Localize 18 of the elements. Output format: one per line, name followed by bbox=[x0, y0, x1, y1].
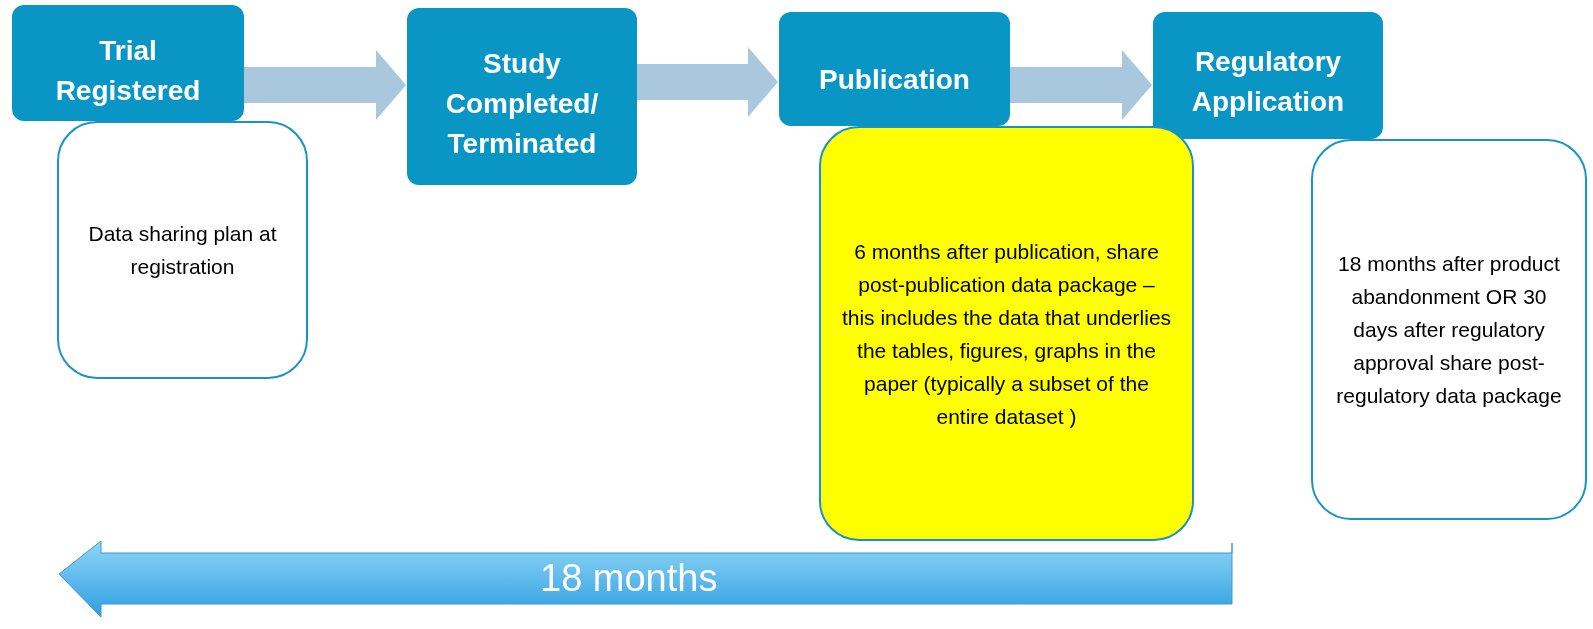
stage-box bbox=[1153, 12, 1383, 139]
note-text: Data sharing plan at registration bbox=[87, 221, 278, 280]
duration-label: 18 months bbox=[540, 556, 718, 600]
stage-title: Publication bbox=[819, 63, 970, 97]
note-text: 18 months after product abandonment OR 30 days after regulatory approval share post-regulatory data package bbox=[1335, 251, 1563, 409]
note-box bbox=[57, 121, 308, 379]
stage-title: Study Completed/ Terminated bbox=[445, 47, 599, 161]
block-arrow bbox=[637, 47, 778, 117]
stage-box bbox=[779, 12, 1010, 126]
stage-box bbox=[407, 8, 637, 185]
note-text: 6 months after publication, share post-publication data package – this includes the data that underlies the tables, figures, graphs in the paper (typically a subset of the entire dataset ) bbox=[840, 238, 1173, 430]
note-box bbox=[819, 126, 1194, 541]
block-arrow bbox=[1010, 50, 1152, 120]
stage-title: Trial Registered bbox=[54, 34, 202, 108]
stage-title: Regulatory Application bbox=[1191, 45, 1345, 119]
block-arrow bbox=[244, 50, 406, 120]
note-box bbox=[1311, 139, 1587, 520]
stage-box bbox=[12, 5, 244, 121]
